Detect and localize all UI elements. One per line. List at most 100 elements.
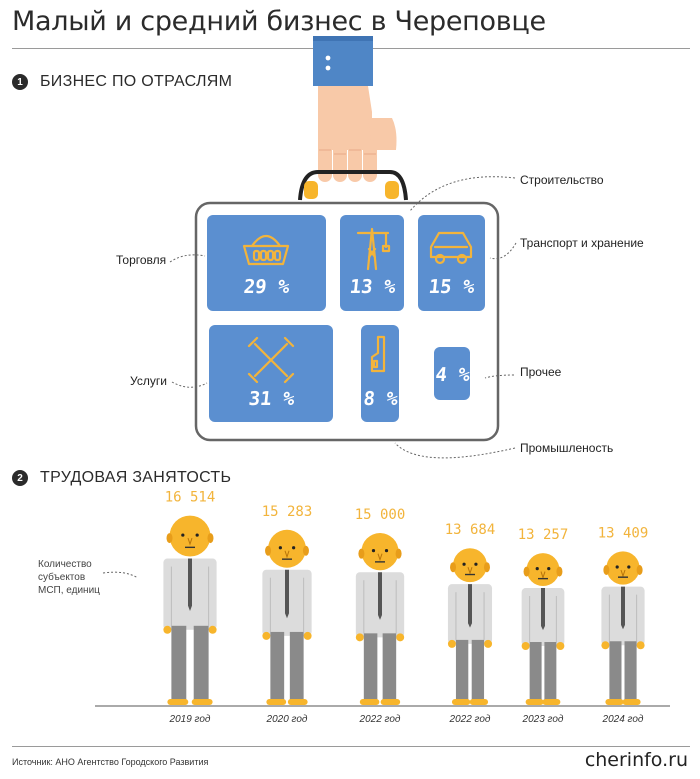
- person-ear: [523, 566, 530, 577]
- person-leg: [471, 639, 485, 700]
- person-shoe: [167, 699, 189, 705]
- y-axis-label: МСП, единиц: [38, 585, 100, 596]
- section-number-badge: 2: [12, 470, 28, 486]
- hand-illustration: [313, 36, 397, 182]
- year-label: 2019 год: [169, 714, 211, 725]
- factory-icon: [370, 335, 386, 373]
- section-label: БИЗНЕС ПО ОТРАСЛЯМ: [40, 73, 233, 90]
- person-leg: [544, 642, 557, 700]
- section-number-badge: 1: [12, 74, 28, 90]
- year-label: 2022 год: [449, 714, 491, 725]
- industry-tile-bg: [361, 325, 399, 422]
- finger: [318, 140, 332, 182]
- person-leg: [609, 641, 622, 700]
- employment-value-label: 15 283: [262, 504, 313, 520]
- person-eye: [181, 533, 185, 537]
- handle-clip: [304, 181, 318, 199]
- person-nose: [540, 571, 546, 580]
- industry-tile: 4 %: [434, 347, 471, 400]
- person-shoe: [287, 699, 308, 705]
- person-eye: [278, 546, 282, 550]
- industry-category-label: Услуги: [130, 374, 167, 388]
- person-bar: [447, 548, 493, 705]
- year-label: 2024 год: [602, 714, 644, 725]
- y-axis-label: Количество: [38, 559, 92, 570]
- car-icon: [434, 253, 446, 265]
- industry-tile: 31 %: [209, 325, 333, 422]
- person-nose: [187, 537, 193, 546]
- person-ear: [166, 533, 173, 544]
- cuff-button: [325, 65, 331, 71]
- person-hand: [556, 642, 565, 651]
- person-eye: [195, 533, 199, 537]
- person-shoe: [542, 699, 561, 705]
- person-leg: [455, 639, 469, 700]
- person-eye: [474, 562, 478, 566]
- person-eye: [547, 566, 551, 571]
- person-hand: [636, 641, 645, 650]
- employment-value-label: 13 257: [518, 527, 569, 543]
- finger: [348, 140, 362, 182]
- person-head: [453, 548, 487, 583]
- industry-tile-bg: [209, 325, 333, 422]
- person-leg: [270, 631, 285, 700]
- finger: [363, 140, 377, 182]
- employment-value-label: 16 514: [165, 490, 216, 506]
- industry-value-label: 4 %: [434, 364, 471, 386]
- source-note: Источник: АНО Агентство Городского Разви…: [12, 757, 209, 767]
- person-head: [268, 529, 306, 568]
- basket-icon: [273, 249, 282, 262]
- person-bar: [262, 529, 312, 705]
- person-shoe: [525, 699, 544, 705]
- person-bar: [521, 553, 565, 705]
- industry-tile: 15 %: [418, 215, 485, 311]
- person-shoe: [266, 699, 287, 705]
- employment-value-label: 13 684: [445, 522, 496, 538]
- sleeve-cuff: [313, 36, 373, 86]
- basket-icon: [266, 249, 275, 262]
- industry-tile-bg: [340, 215, 404, 311]
- basket-icon: [242, 244, 290, 266]
- person-shoe: [191, 699, 213, 705]
- person-hand: [447, 639, 456, 648]
- person-ear: [450, 562, 457, 573]
- person-hand: [396, 633, 405, 642]
- industry-tile-bg: [434, 347, 470, 400]
- basket-icon: [252, 249, 261, 262]
- industry-tile: 29 %: [207, 215, 326, 311]
- person-ear: [395, 548, 402, 559]
- person-shoe: [380, 699, 401, 705]
- industry-value-label: 13 %: [349, 276, 398, 298]
- palm: [318, 86, 372, 150]
- callout-line: [394, 442, 516, 459]
- person-shoe: [622, 699, 641, 705]
- person-bar: [601, 551, 645, 705]
- cuff-button: [325, 55, 331, 61]
- year-label: 2020 год: [266, 714, 308, 725]
- car-icon: [429, 231, 473, 259]
- car-icon: [456, 253, 468, 265]
- industry-category-label: Торговля: [116, 253, 166, 267]
- person-hand: [484, 639, 493, 648]
- person-hand: [355, 633, 364, 642]
- industry-tile: 13 %: [340, 215, 404, 311]
- industry-category-label: Промышленость: [520, 441, 613, 455]
- page-title: Малый и средний бизнес в Череповце: [12, 6, 546, 37]
- industry-category-label: Строительство: [520, 173, 604, 187]
- person-tie: [188, 558, 192, 612]
- sleeve-edge: [313, 36, 373, 41]
- person-nose: [467, 567, 473, 575]
- factory-icon: [372, 359, 379, 369]
- person-nose: [284, 550, 290, 559]
- year-label: 2023 год: [522, 714, 564, 725]
- person-head: [169, 515, 211, 557]
- person-nose: [620, 569, 626, 578]
- person-shoe: [605, 699, 624, 705]
- thumb: [368, 118, 397, 150]
- industry-value-label: 31 %: [248, 388, 297, 410]
- person-shoe: [469, 699, 489, 705]
- person-shoe: [451, 699, 471, 705]
- person-ear: [636, 565, 643, 576]
- person-ear: [556, 566, 563, 577]
